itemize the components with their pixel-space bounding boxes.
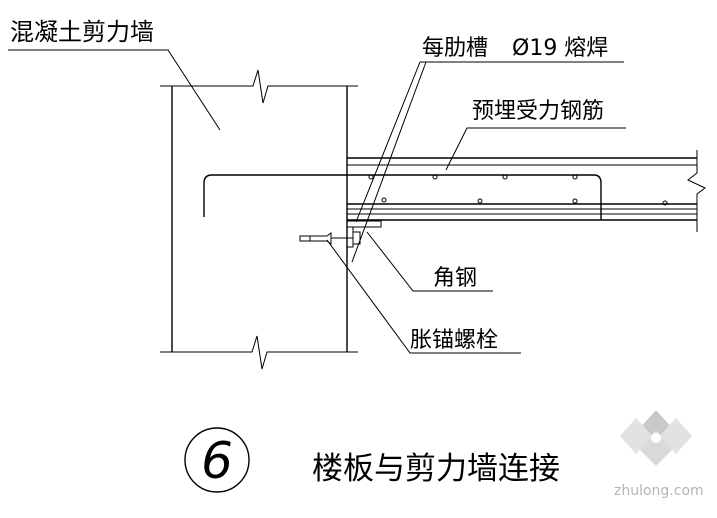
slab-rebar-bend xyxy=(347,174,602,220)
caption-title: 楼板与剪力墙连接 xyxy=(312,451,560,487)
rebar-dot xyxy=(381,197,387,203)
leader-lines xyxy=(8,49,626,354)
anchor-bolt-shank xyxy=(299,232,332,245)
leader-weld-2 xyxy=(351,61,427,263)
leader-weld-1 xyxy=(355,61,421,223)
label-weld-spec: Ø19 熔焊 xyxy=(512,36,608,61)
leader-anchor-bolt xyxy=(326,239,521,354)
shear-wall xyxy=(160,69,358,370)
rebar-dot xyxy=(502,174,508,180)
leader-wall xyxy=(8,49,221,131)
zhulong-watermark: zhulong.com xyxy=(614,410,704,499)
rebar-dot xyxy=(662,200,668,206)
label-anchor-bolt: 胀锚螺栓 xyxy=(410,328,498,353)
rebar-dot xyxy=(432,174,438,180)
anchor-bolt xyxy=(299,231,361,245)
rebar-dot xyxy=(572,198,578,204)
watermark-text: zhulong.com xyxy=(614,483,704,499)
label-embedded-rebar: 预埋受力钢筋 xyxy=(472,99,604,124)
caption-number: 6 xyxy=(201,432,233,490)
caption-number-circle xyxy=(184,427,250,493)
rebar-dots xyxy=(368,174,668,206)
leader-angle-steel xyxy=(366,231,493,292)
rebar-dot xyxy=(572,174,578,180)
label-angle-steel: 角钢 xyxy=(433,266,477,291)
slab-break-line xyxy=(687,150,706,232)
floor-slab xyxy=(347,150,706,232)
leader-rebar xyxy=(445,127,626,171)
zhulong-logo-icon xyxy=(620,410,692,466)
rebar-dot xyxy=(368,174,374,180)
rebar-dot xyxy=(477,198,483,204)
label-shear-wall: 混凝土剪力墙 xyxy=(10,18,154,46)
label-rib-groove: 每肋槽 xyxy=(422,36,488,61)
angle-steel-vertical-leg xyxy=(346,226,354,248)
wall-top-break-line xyxy=(160,69,358,104)
wall-bottom-break-line xyxy=(160,335,358,370)
caption: 6 楼板与剪力墙连接 xyxy=(184,427,560,493)
embedded-rebar-hook xyxy=(203,174,347,217)
angle-steel-horizontal-leg xyxy=(346,220,382,228)
